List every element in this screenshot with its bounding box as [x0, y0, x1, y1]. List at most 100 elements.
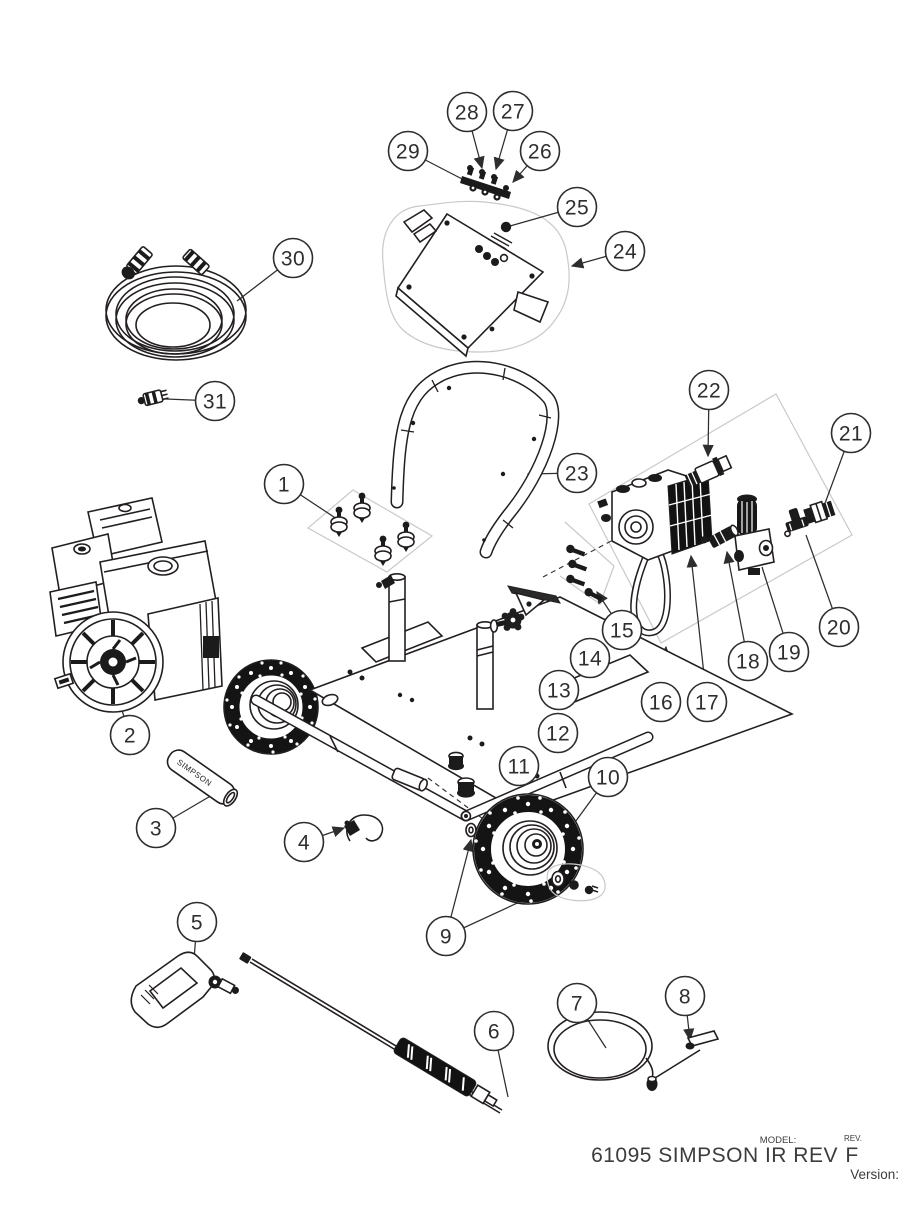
grommet	[500, 221, 512, 233]
callout-19: 19	[768, 631, 810, 673]
svg-text:24: 24	[613, 241, 637, 264]
svg-text:26: 26	[528, 141, 552, 164]
rubber-foot	[457, 777, 475, 798]
isolator	[330, 506, 348, 537]
callout-14: 14	[569, 637, 611, 679]
hose-fitting	[137, 389, 169, 407]
panel-hook	[344, 814, 384, 842]
callout-29: 29	[387, 130, 429, 172]
svg-text:30: 30	[281, 248, 305, 271]
svg-text:21: 21	[839, 423, 863, 446]
high-pressure-hose	[105, 246, 247, 361]
svg-text:5: 5	[191, 912, 203, 935]
svg-text:31: 31	[203, 391, 227, 414]
svg-text:15: 15	[610, 620, 634, 643]
model-value: 61095 SIMPSON IR REV	[591, 1144, 838, 1167]
svg-text:1: 1	[278, 474, 290, 497]
svg-text:10: 10	[596, 767, 620, 790]
svg-text:12: 12	[546, 723, 570, 746]
svg-text:29: 29	[396, 141, 420, 164]
callout-6: 6	[473, 1010, 515, 1052]
engine-plate	[395, 208, 550, 358]
svg-text:9: 9	[440, 926, 452, 949]
fastener-rail-parts	[460, 165, 511, 201]
svg-text:13: 13	[547, 680, 571, 703]
isolator	[353, 492, 371, 523]
spray-gun	[130, 951, 240, 1029]
callout-8: 8	[664, 975, 706, 1017]
callout-21: 21	[830, 412, 872, 454]
hook-bracket	[507, 585, 561, 617]
isolator	[397, 521, 415, 552]
rev-value: F	[845, 1144, 858, 1167]
recoil-starter	[53, 611, 164, 713]
isolator	[374, 535, 392, 566]
callouts: 1 2 3 4 5 6 7 8 9 10 11 12 13 14 15 16 1…	[109, 90, 872, 1052]
spray-lance	[239, 952, 503, 1114]
isolator-kit	[330, 492, 415, 566]
svg-text:18: 18	[736, 651, 760, 674]
callout-10: 10	[587, 756, 629, 798]
hose-connector	[803, 500, 836, 524]
svg-text:14: 14	[578, 648, 602, 671]
handle-stub-right	[476, 620, 494, 710]
svg-text:28: 28	[455, 102, 479, 125]
callout-31: 31	[194, 380, 236, 422]
svg-text:2: 2	[124, 725, 136, 748]
svg-text:4: 4	[298, 832, 310, 855]
hose-end-fitting-right	[182, 248, 210, 276]
callout-25: 25	[556, 186, 598, 228]
title-block: MODEL: 61095 SIMPSON IR REV REV. F Versi…	[591, 1134, 899, 1182]
inlet-fitting	[684, 454, 733, 488]
svg-text:6: 6	[488, 1021, 500, 1044]
hose-end-fitting-left	[121, 246, 153, 280]
callout-1: 1	[263, 463, 305, 505]
version-label: Version:	[850, 1167, 899, 1182]
callout-16: 16	[640, 681, 682, 723]
callout-9: 9	[425, 915, 467, 957]
elbow-fitting	[784, 508, 809, 538]
svg-text:16: 16	[649, 692, 673, 715]
handle-knob	[489, 608, 525, 633]
axle-hardware	[465, 822, 606, 902]
callout-15: 15	[601, 609, 643, 651]
model-label: MODEL:	[760, 1135, 796, 1146]
handle-grip: SIMPSON	[166, 749, 239, 807]
unloader-valve	[734, 494, 775, 575]
svg-text:3: 3	[150, 818, 162, 841]
callout-7: 7	[556, 982, 598, 1024]
svg-text:19: 19	[777, 642, 801, 665]
callout-5: 5	[176, 901, 218, 943]
svg-text:20: 20	[827, 617, 851, 640]
svg-text:8: 8	[679, 986, 691, 1009]
mounted-foot	[448, 751, 464, 771]
handle-bar	[390, 360, 560, 559]
siphon-tube	[547, 1011, 658, 1091]
callout-18: 18	[727, 640, 769, 682]
svg-text:27: 27	[501, 101, 525, 124]
callout-4: 4	[283, 821, 325, 863]
callout-11: 11	[498, 745, 540, 787]
pump-assembly	[597, 469, 713, 637]
rev-label: REV.	[844, 1134, 862, 1143]
callout-27: 27	[492, 90, 534, 132]
callout-13: 13	[538, 669, 580, 711]
callout-2: 2	[109, 714, 151, 756]
callout-3: 3	[135, 807, 177, 849]
callout-12: 12	[537, 712, 579, 754]
callout-23: 23	[556, 452, 598, 494]
outlet-fitting	[700, 524, 739, 548]
callout-30: 30	[272, 237, 314, 279]
svg-text:22: 22	[697, 380, 721, 403]
wheel	[472, 793, 584, 905]
bolts	[566, 544, 603, 602]
svg-text:7: 7	[571, 993, 583, 1016]
callout-28: 28	[446, 91, 488, 133]
callout-22: 22	[688, 369, 730, 411]
svg-text:23: 23	[565, 463, 589, 486]
svg-text:11: 11	[508, 756, 531, 779]
svg-text:25: 25	[565, 197, 589, 220]
callout-24: 24	[604, 230, 646, 272]
